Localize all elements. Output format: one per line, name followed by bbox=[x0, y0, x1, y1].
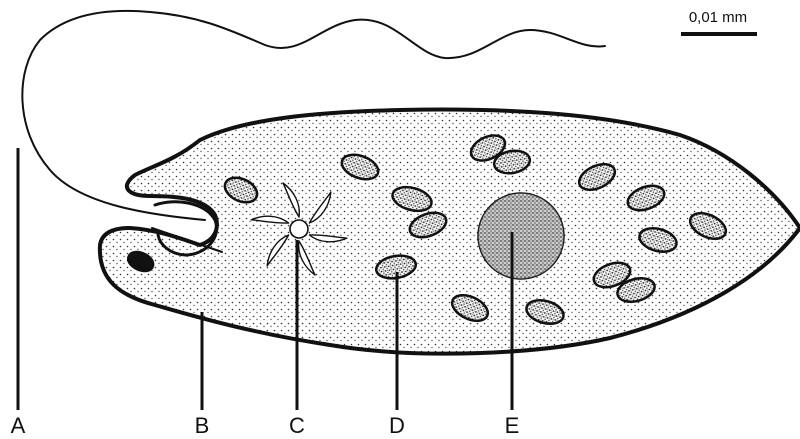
scale-bar-label: 0,01 mm bbox=[689, 9, 747, 26]
label-a: A bbox=[11, 413, 26, 438]
nucleus-shading bbox=[478, 193, 564, 279]
label-c: C bbox=[289, 413, 305, 438]
scale-bar: 0,01 mm bbox=[681, 9, 757, 34]
label-e: E bbox=[505, 413, 520, 438]
label-d: D bbox=[389, 413, 405, 438]
label-b: B bbox=[195, 413, 210, 438]
